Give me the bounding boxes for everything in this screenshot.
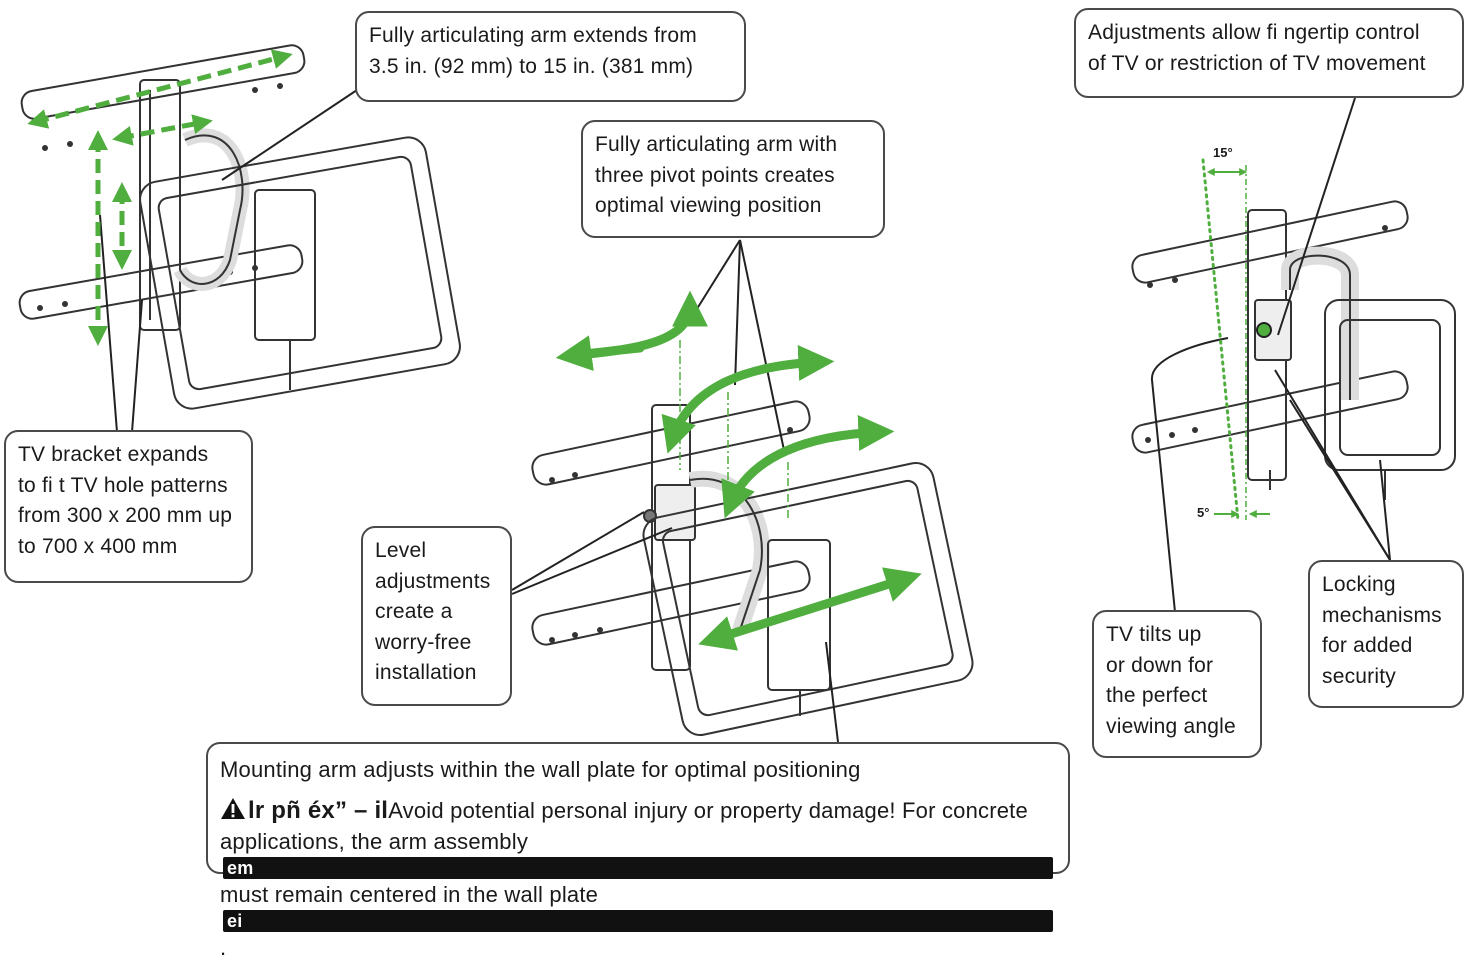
- callout-locking: Locking mechanisms for added security: [1308, 560, 1464, 708]
- mount-illustration: [18, 44, 1456, 743]
- callout-bracket-expands: TV bracket expands to fi t TV hole patte…: [4, 430, 253, 583]
- callout-line: 3.5 in. (92 mm) to 15 in. (381 mm): [369, 54, 694, 78]
- right-mount: [1131, 97, 1456, 613]
- callout-fingertip: Adjustments allow fi ngertip control of …: [1074, 8, 1464, 98]
- callout-line: Adjustments allow fi ngertip control: [1088, 21, 1420, 44]
- warning-code: lr pñ éx” – il: [248, 797, 389, 824]
- warning-text-d: .: [220, 935, 227, 960]
- callout-line: mechanisms: [1322, 603, 1442, 627]
- callout-line: to fi t TV hole patterns: [18, 473, 228, 497]
- tilt-angle-top: 15°: [1213, 145, 1233, 160]
- warning-box: Mounting arm adjusts within the wall pla…: [206, 742, 1070, 960]
- callout-line: the perfect: [1106, 684, 1208, 707]
- left-green-arrows: [27, 49, 293, 346]
- warning-line-2: applications, the arm assembly em must rem…: [220, 826, 1056, 963]
- tag-arm-assembly: em: [223, 857, 1053, 879]
- callout-line: optimal viewing position: [595, 194, 822, 217]
- callout-line: of TV or restriction of TV movement: [1088, 51, 1426, 75]
- callout-line: TV tilts up: [1106, 623, 1202, 646]
- warning-heading: Mounting arm adjusts within the wall pla…: [220, 757, 861, 782]
- center-green-arrows: [555, 290, 922, 651]
- callout-line: viewing angle: [1106, 714, 1236, 738]
- callout-line: installation: [375, 661, 477, 684]
- warning-triangle-icon: [221, 798, 245, 819]
- warning-text-a: Avoid potential personal injury or prope…: [388, 798, 1028, 823]
- callout-line: TV bracket expands: [18, 443, 209, 466]
- center-mount: [511, 239, 974, 743]
- callout-arm-extends: Fully articulating arm extends from 3.5 …: [355, 11, 746, 102]
- callout-line: Fully articulating arm with: [595, 133, 838, 156]
- callout-line: create a: [375, 600, 453, 623]
- callout-line: three pivot points creates: [595, 163, 835, 187]
- callout-line: Locking: [1322, 573, 1396, 596]
- warning-text-c: must remain centered in the wall plate: [220, 882, 599, 907]
- callout-line: Level: [375, 539, 427, 562]
- callout-level: Level adjustments create a worry-free in…: [361, 526, 512, 706]
- callout-tilts: TV tilts up or down for the perfect view…: [1092, 610, 1262, 758]
- callout-line: or down for: [1106, 653, 1214, 677]
- callout-line: Fully articulating arm extends from: [369, 24, 697, 47]
- callout-line: worry-free: [375, 630, 472, 654]
- callout-line: to 700 x 400 mm: [18, 534, 178, 558]
- callout-three-pivot: Fully articulating arm with three pivot …: [581, 120, 885, 238]
- tilt-angle-bottom: 5°: [1197, 505, 1210, 520]
- callout-line: security: [1322, 664, 1396, 688]
- callout-line: for added: [1322, 634, 1413, 657]
- callout-line: from 300 x 200 mm up: [18, 504, 233, 527]
- tilt-guides: [1201, 158, 1270, 522]
- callout-line: adjustments: [375, 569, 491, 593]
- tag-wall-plate: ei: [223, 910, 1053, 932]
- warning-text-b: applications, the arm assembly: [220, 829, 529, 854]
- warning-line-1: lr pñ éx” – ilAvoid potential personal i…: [220, 795, 1056, 826]
